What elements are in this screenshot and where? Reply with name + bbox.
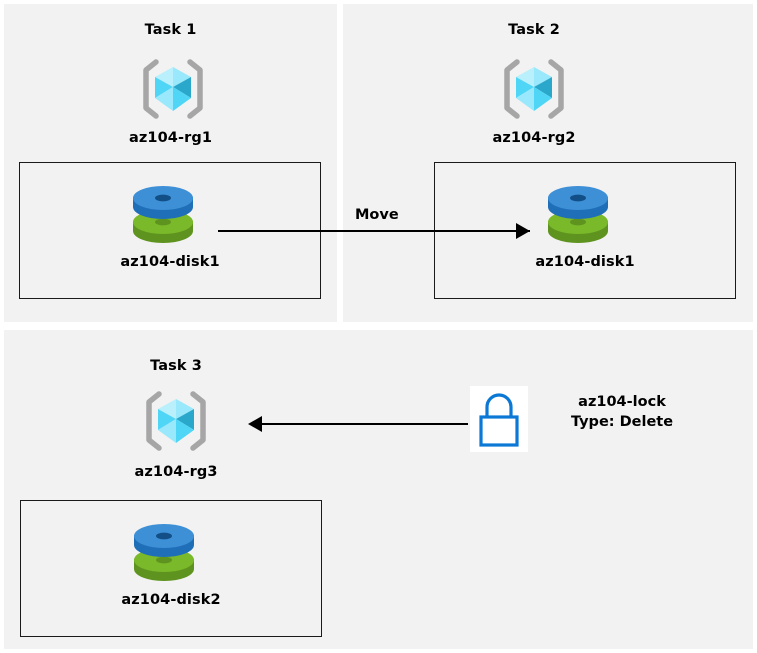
move-connector-label: Move bbox=[355, 207, 399, 223]
task-3-resource-box: az104-disk2 bbox=[20, 500, 322, 637]
task-2-resource-box: az104-disk1 bbox=[434, 162, 736, 299]
lock-name-label: az104-lock bbox=[578, 394, 666, 410]
task-2-resource-label: az104-disk1 bbox=[535, 254, 635, 270]
task-3-title: Task 3 bbox=[150, 358, 202, 374]
managed-disk-icon bbox=[123, 181, 203, 247]
task-1-title: Task 1 bbox=[144, 22, 197, 38]
lock-connector-line bbox=[262, 423, 468, 425]
move-arrow-head-icon bbox=[516, 223, 530, 239]
lock-arrow-head-icon bbox=[248, 416, 262, 432]
task-2-title: Task 2 bbox=[508, 22, 560, 38]
panel-task-2: Task 2 az104-rg2 a bbox=[343, 4, 753, 322]
managed-disk-icon bbox=[124, 519, 204, 585]
panel-task-1: Task 1 az104-rg1 bbox=[4, 4, 337, 322]
resource-group-cube-icon bbox=[495, 56, 573, 122]
lock-icon-tile bbox=[470, 386, 528, 452]
task-1-resource-group-label: az104-rg1 bbox=[128, 130, 213, 146]
move-connector-line bbox=[218, 230, 530, 232]
task-1-resource-label: az104-disk1 bbox=[120, 254, 220, 270]
lock-type-label: Type: Delete bbox=[570, 414, 674, 430]
resource-group-cube-icon bbox=[134, 56, 212, 122]
resource-group-cube-icon bbox=[137, 388, 215, 454]
panel-task-3: Task 3 az104-rg3 a bbox=[4, 330, 753, 649]
task-3-resource-label: az104-disk2 bbox=[121, 592, 221, 608]
managed-disk-icon bbox=[538, 181, 618, 247]
task-2-resource-group-label: az104-rg2 bbox=[492, 130, 576, 146]
task-3-resource-group-label: az104-rg3 bbox=[134, 464, 218, 480]
